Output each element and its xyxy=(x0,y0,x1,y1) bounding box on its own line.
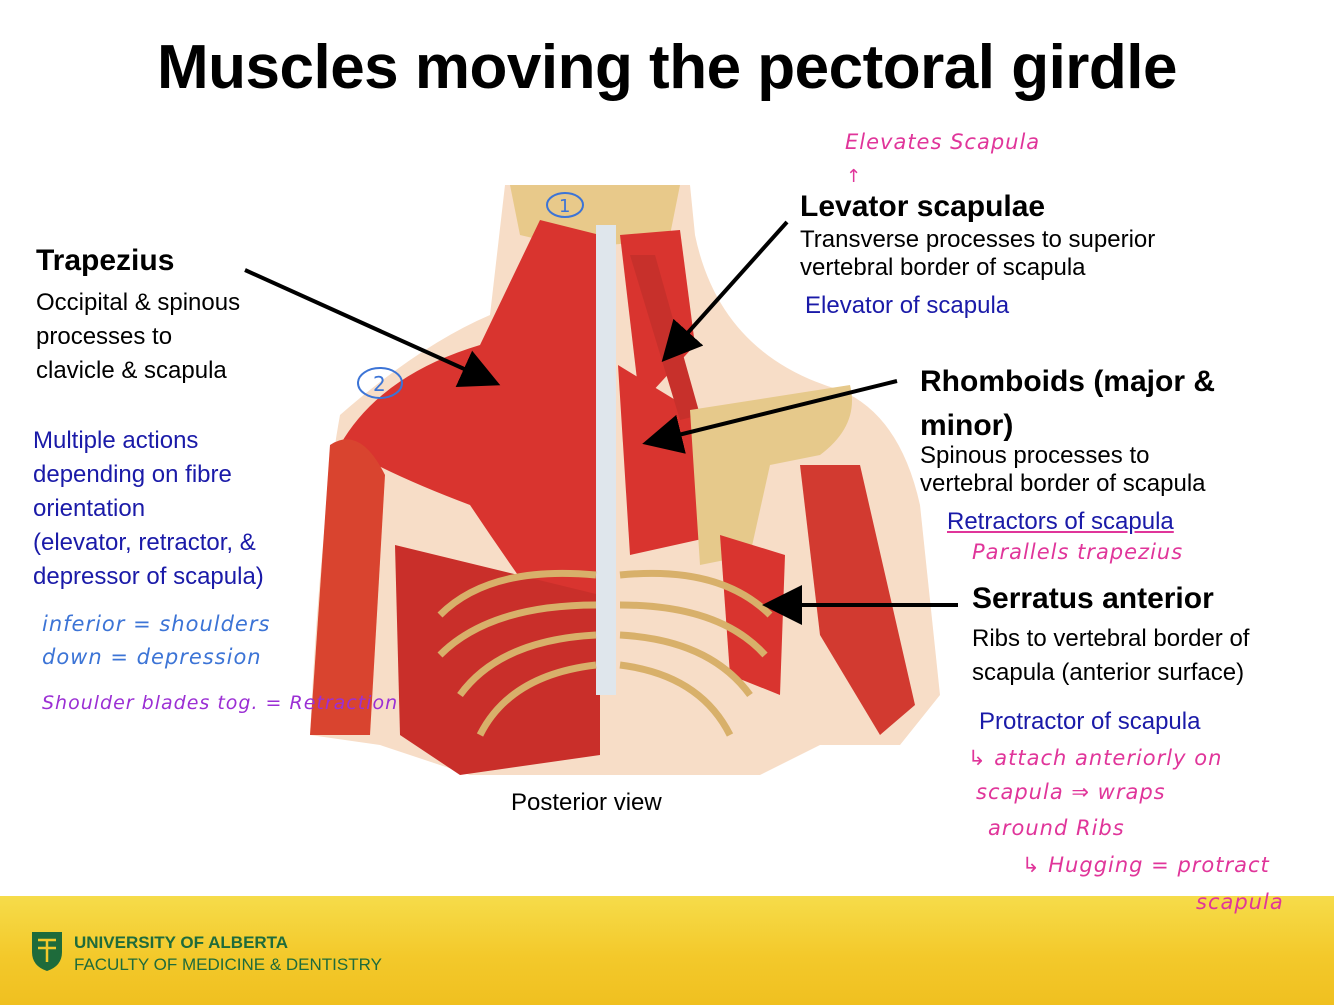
figure-caption: Posterior view xyxy=(511,789,662,817)
serratus-note: around Ribs xyxy=(988,816,1125,840)
serratus-note: ↳ attach anteriorly on xyxy=(968,746,1222,770)
rhomboids-action: Retractors of scapula xyxy=(947,508,1174,536)
serratus-note: ↳ Hugging = protract xyxy=(1022,853,1270,877)
rhomboids-heading: Rhomboids (major & minor) xyxy=(920,360,1215,448)
levator-heading: Levator scapulae xyxy=(800,190,1045,224)
trapezius-action-line: depressor of scapula) xyxy=(33,560,264,594)
trapezius-desc-line: clavicle & scapula xyxy=(36,354,240,388)
trapezius-note-depression: down = depression xyxy=(42,645,262,669)
trapezius-action-line: Multiple actions xyxy=(33,424,264,458)
faculty-name: FACULTY OF MEDICINE & DENTISTRY xyxy=(74,954,382,976)
levator-note-elevates: Elevates Scapula xyxy=(845,130,1040,154)
rhomboids-description: Spinous processes to vertebral border of… xyxy=(920,442,1206,498)
serratus-note: scapula xyxy=(1196,890,1284,914)
trapezius-action: Multiple actions depending on fibre orie… xyxy=(33,424,264,594)
serratus-note: scapula ⇒ wraps xyxy=(976,780,1166,804)
serratus-description: Ribs to vertebral border of scapula (ant… xyxy=(972,622,1249,690)
university-crest-icon xyxy=(30,930,64,972)
trapezius-action-line: orientation xyxy=(33,492,264,526)
serratus-action: Protractor of scapula xyxy=(979,708,1200,736)
rhomboids-desc-line: vertebral border of scapula xyxy=(920,470,1206,498)
rhomboids-arrow xyxy=(650,381,897,442)
trapezius-desc-line: processes to xyxy=(36,320,240,354)
levator-desc-line: vertebral border of scapula xyxy=(800,254,1155,282)
serratus-desc-line: scapula (anterior surface) xyxy=(972,656,1249,690)
rhomboids-note: Parallels trapezius xyxy=(972,540,1183,564)
trapezius-arrow xyxy=(245,270,493,382)
levator-action: Elevator of scapula xyxy=(805,292,1009,320)
levator-desc-line: Transverse processes to superior xyxy=(800,226,1155,254)
trapezius-note-retraction: Shoulder blades tog. = Retraction xyxy=(42,692,398,714)
serratus-desc-line: Ribs to vertebral border of xyxy=(972,622,1249,656)
serratus-heading: Serratus anterior xyxy=(972,582,1214,616)
rhomboids-heading-line: Rhomboids (major & xyxy=(920,360,1215,404)
trapezius-action-line: (elevator, retractor, & xyxy=(33,526,264,560)
rhomboids-desc-line: Spinous processes to xyxy=(920,442,1206,470)
trapezius-description: Occipital & spinous processes to clavicl… xyxy=(36,286,240,388)
levator-description: Transverse processes to superior vertebr… xyxy=(800,226,1155,282)
university-wordmark: UNIVERSITY OF ALBERTA FACULTY OF MEDICIN… xyxy=(74,932,382,976)
trapezius-action-line: depending on fibre xyxy=(33,458,264,492)
trapezius-note-inferior: inferior = shoulders xyxy=(42,612,270,636)
university-name: UNIVERSITY OF ALBERTA xyxy=(74,932,382,954)
trapezius-desc-line: Occipital & spinous xyxy=(36,286,240,320)
levator-arrow xyxy=(667,222,787,356)
trapezius-heading: Trapezius xyxy=(36,244,174,278)
levator-note-arrow: ↑ xyxy=(846,166,862,187)
